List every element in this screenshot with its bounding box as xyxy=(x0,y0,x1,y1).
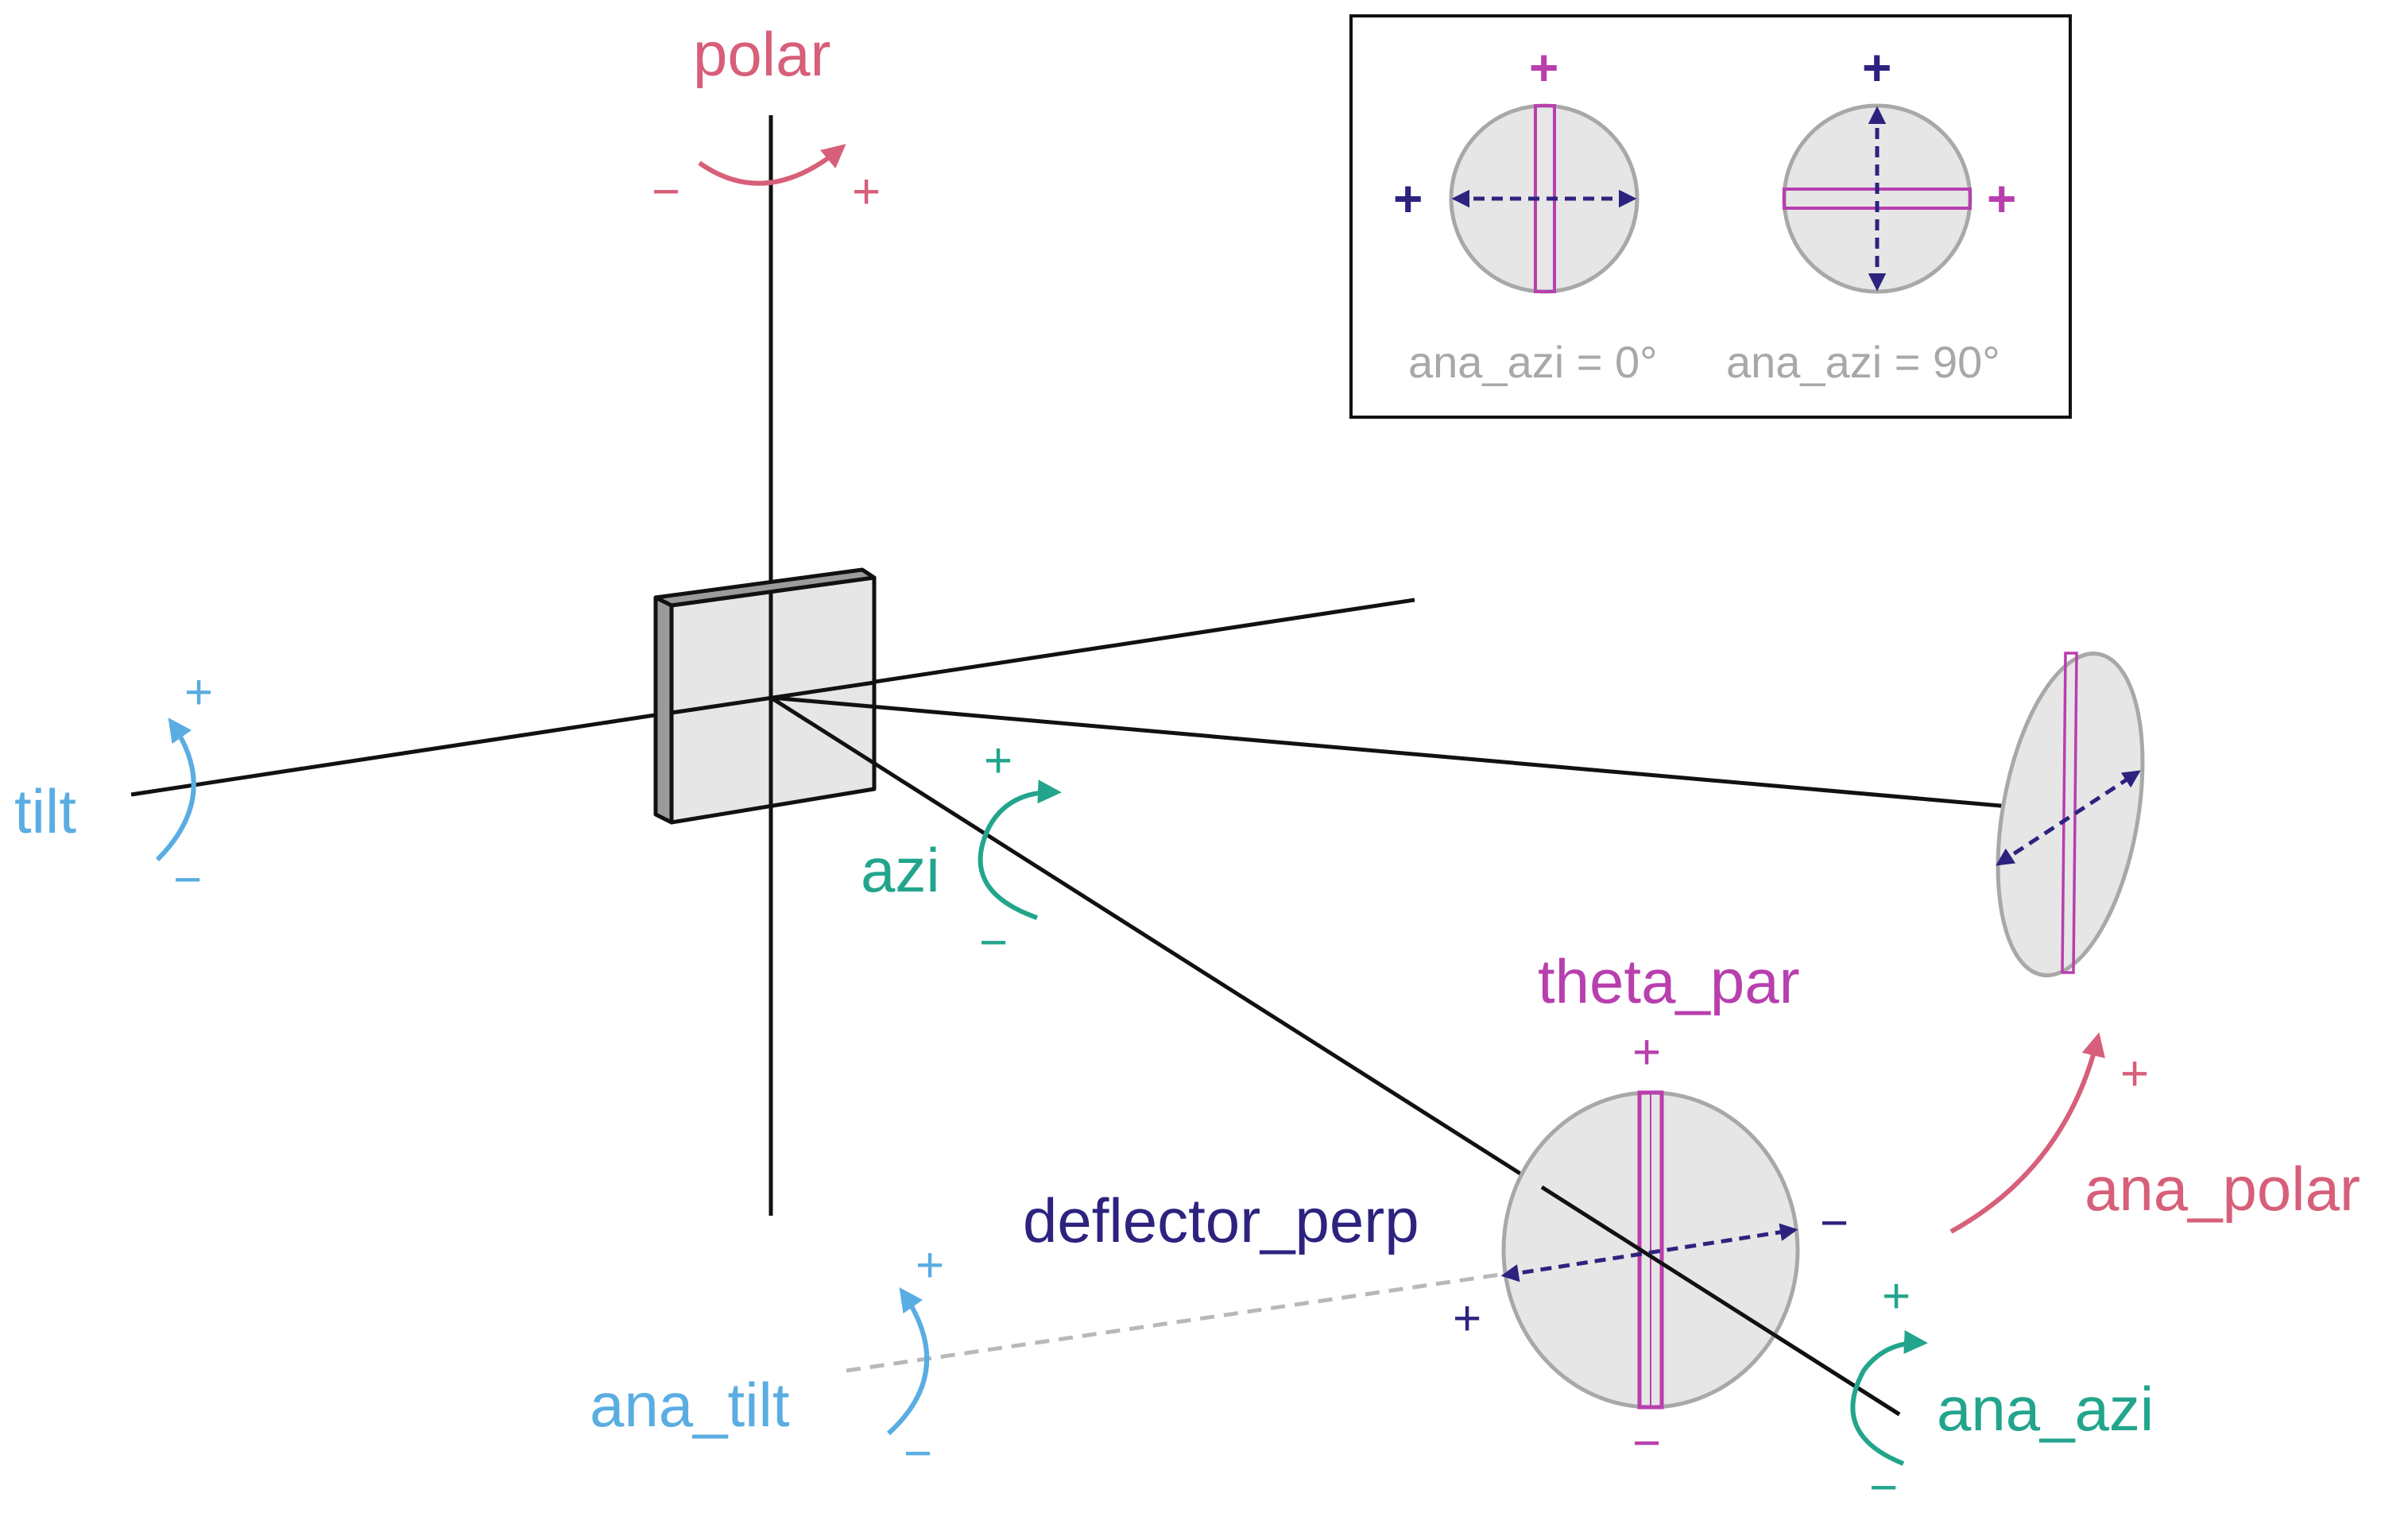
inset-azi-0-caption: ana_azi = 0° xyxy=(1408,337,1658,387)
far-analyzer-slit xyxy=(2061,652,2078,974)
azi-minus-sign: − xyxy=(979,915,1008,970)
ana-tilt-label: ana_tilt xyxy=(590,1370,790,1440)
polar-minus-sign: − xyxy=(652,164,680,219)
far-analyzer xyxy=(1996,652,2145,977)
ana-tilt-axis xyxy=(846,1272,1501,1373)
theta-par-label: theta_par xyxy=(1538,946,1800,1016)
near-analyzer xyxy=(1500,1090,1800,1410)
inset-azi-0-deflector-plus: + xyxy=(1393,170,1423,227)
sample-block xyxy=(653,567,877,825)
inset-azi-90-caption: ana_azi = 90° xyxy=(1726,337,2000,387)
inset-azi-90: + + ana_azi = 90° xyxy=(1726,39,2016,387)
ana-azi-rotation-arrow xyxy=(1850,1330,1928,1466)
inset-azi-0: + + ana_azi = 0° xyxy=(1393,39,1658,387)
ana-polar-rotation-arrow xyxy=(1949,1032,2105,1234)
azi-rotation-arrow xyxy=(978,779,1062,920)
deflector-perp-plus-sign: + xyxy=(1453,1291,1481,1346)
azi-plus-sign: + xyxy=(984,733,1012,788)
tilt-rotation-arrow xyxy=(155,718,196,862)
inset-azi-90-deflector-plus: + xyxy=(1862,39,1891,96)
ana-azi-plus-sign: + xyxy=(1882,1269,1911,1324)
ana-polar-plus-sign: + xyxy=(2120,1046,2149,1101)
tilt-label: tilt xyxy=(14,776,76,846)
tilt-plus-sign: + xyxy=(184,665,213,720)
ana-azi-minus-sign: − xyxy=(1869,1460,1898,1515)
azi-label: azi xyxy=(861,835,940,905)
deflector-perp-label: deflector_perp xyxy=(1023,1186,1419,1255)
polar-label: polar xyxy=(693,19,830,89)
inset-azi-0-slit-plus: + xyxy=(1529,39,1558,96)
ana-polar-label: ana_polar xyxy=(2085,1154,2360,1224)
polar-plus-sign: + xyxy=(852,164,881,219)
deflector-perp-minus-sign: − xyxy=(1820,1196,1849,1251)
polar-rotation-arrow xyxy=(698,144,846,186)
ana-tilt-plus-sign: + xyxy=(916,1238,944,1293)
inset-azi-90-slit-plus: + xyxy=(1987,170,2016,227)
tilt-minus-sign: − xyxy=(173,853,202,907)
beam-to-analyzer-far xyxy=(770,695,2073,814)
sample-block-side xyxy=(653,595,674,825)
ana-tilt-rotation-arrow xyxy=(886,1287,930,1436)
beam-through-analyzer xyxy=(1540,1185,1901,1417)
inset-legend: + + ana_azi = 0° + + ana_azi = 90° xyxy=(1349,14,2072,419)
far-analyzer-deflector-arrow xyxy=(1996,770,2141,866)
theta-par-minus-sign: − xyxy=(1632,1416,1661,1471)
ana-azi-label: ana_azi xyxy=(1937,1374,2154,1444)
ana-tilt-minus-sign: − xyxy=(904,1426,932,1481)
far-analyzer-ellipse xyxy=(1996,652,2145,977)
theta-par-plus-sign: + xyxy=(1632,1025,1661,1080)
deflector-perp-arrow xyxy=(1500,1223,1798,1282)
